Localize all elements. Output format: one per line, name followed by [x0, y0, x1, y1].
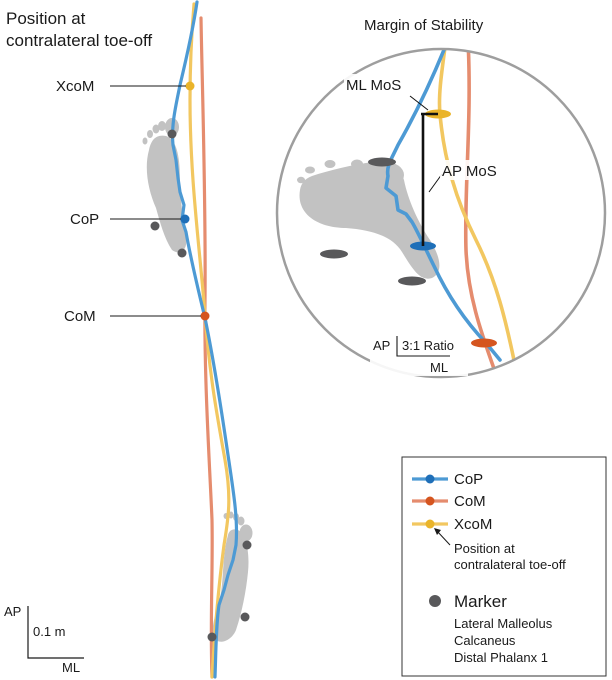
- marker-dot: [207, 632, 217, 642]
- ml-mos-leader: [409, 95, 429, 111]
- inset-marker-dot: [368, 157, 396, 167]
- marker-dot: [242, 540, 252, 550]
- legend-item-xcom: XcoM: [412, 516, 492, 533]
- marker-dot: [240, 612, 250, 622]
- inset-marker-dot: [398, 276, 426, 286]
- legend-marker-title: Marker: [454, 592, 507, 611]
- legend-note-arrowhead: [434, 528, 441, 535]
- legend-marker-line-2: Calcaneus: [454, 633, 516, 648]
- ratio-indicator: AP 3:1 Ratio ML: [370, 330, 468, 376]
- ratio-ml: ML: [430, 360, 448, 375]
- legend-item-com: CoM: [412, 493, 486, 510]
- inset-cop-trajectory: [384, 49, 502, 362]
- ratio-text: 3:1 Ratio: [402, 338, 454, 353]
- legend-note-arrow: [436, 530, 451, 546]
- inset-footprint: [297, 159, 440, 279]
- scale-bar-ml: ML: [62, 660, 80, 675]
- legend-marker-list: Lateral Malleolus Calcaneus Distal Phala…: [454, 616, 556, 665]
- scale-bar-value: 0.1 m: [33, 624, 66, 639]
- scale-bar-ap: AP: [4, 604, 21, 619]
- cop-label: CoP: [70, 211, 99, 228]
- legend-marker-dot: [429, 595, 441, 607]
- xcom-label: XcoM: [56, 78, 94, 95]
- legend-label-cop: CoP: [454, 471, 483, 488]
- scale-bar: AP 0.1 m ML: [4, 604, 84, 675]
- com-point: [200, 311, 210, 321]
- legend-marker-line-3: Distal Phalanx 1: [454, 650, 548, 665]
- legend-box: [401, 456, 607, 677]
- marker-dot: [177, 248, 187, 258]
- xcom-point: [185, 81, 195, 91]
- inset-com-trajectory: [463, 49, 500, 377]
- xcom-trajectory: [188, 2, 231, 679]
- cop-point: [180, 214, 190, 224]
- legend-item-cop: CoP: [412, 471, 483, 488]
- com-trajectory: [199, 16, 214, 679]
- figure-title-line-2: contralateral toe-off: [6, 31, 152, 50]
- inset-com-point: [471, 338, 497, 348]
- legend-label-xcom: XcoM: [454, 516, 492, 533]
- legend: CoP CoM XcoM Position at contralateral t…: [401, 456, 607, 677]
- legend-marker-line-1: Lateral Malleolus: [454, 616, 553, 631]
- footprint-left: [212, 511, 253, 642]
- legend-note: Position at contralateral toe-off: [454, 541, 566, 572]
- ml-mos-label: ML MoS: [346, 77, 401, 94]
- inset-marker-dot: [320, 249, 348, 259]
- legend-note-line-2: contralateral toe-off: [454, 557, 566, 572]
- marker-dot: [167, 129, 177, 139]
- inset-title: Margin of Stability: [364, 17, 484, 34]
- com-label: CoM: [64, 308, 96, 325]
- inset-xcom-trajectory: [437, 49, 518, 372]
- ap-mos-label: AP MoS: [442, 163, 497, 180]
- figure-title: Position at contralateral toe-off: [6, 9, 152, 50]
- figure-title-line-1: Position at: [6, 9, 86, 28]
- inset-zoom-circle: [297, 49, 518, 377]
- legend-note-line-1: Position at: [454, 541, 515, 556]
- ap-mos-leader: [428, 173, 443, 193]
- ratio-ap: AP: [373, 338, 390, 353]
- inset-circle-border: [275, 47, 607, 379]
- marker-dot: [150, 221, 160, 231]
- legend-label-com: CoM: [454, 493, 486, 510]
